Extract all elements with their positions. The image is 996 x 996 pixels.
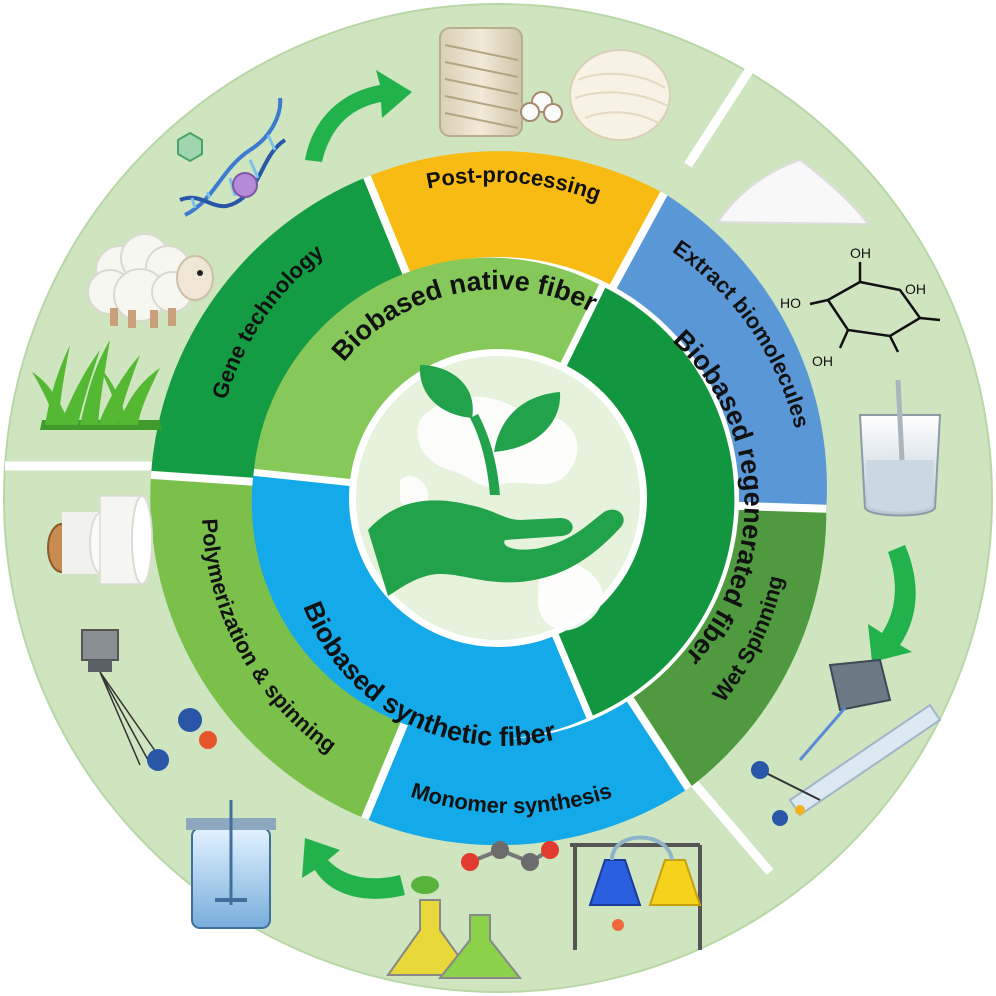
arrow-bottom-icon [302,838,405,899]
spinning-machine-icon [81,629,217,771]
arrow-right-icon [868,545,916,662]
powder-pile-icon [716,158,871,226]
divider-bottom-right [684,773,774,875]
reactor-tank-icon [186,800,276,929]
grass-icon [32,340,162,430]
glucose-oh-3: OH [812,353,833,369]
flasks-icon [386,876,523,979]
wet-spinning-setup-icon [751,658,942,826]
cotton-yarn-icon [439,27,563,137]
beaker-icon [858,379,942,517]
plant-hand-icon [368,365,624,596]
dna-icon [177,97,287,217]
glucose-ho: HO [780,295,801,311]
divider-top-right [684,63,756,168]
distillation-apparatus-icon [570,835,702,950]
arrow-top-icon [305,70,412,162]
yarn-ball-icon [569,49,671,141]
glucose-structure-icon: OH OH OH HO [780,245,941,369]
middle-ring-dividers [150,175,827,821]
glucose-oh-2: OH [905,281,926,297]
glucose-oh-1: OH [850,245,871,261]
sheep-icon [87,233,214,328]
molecule-icon [461,841,559,871]
fiber-roll-icon [47,495,153,585]
